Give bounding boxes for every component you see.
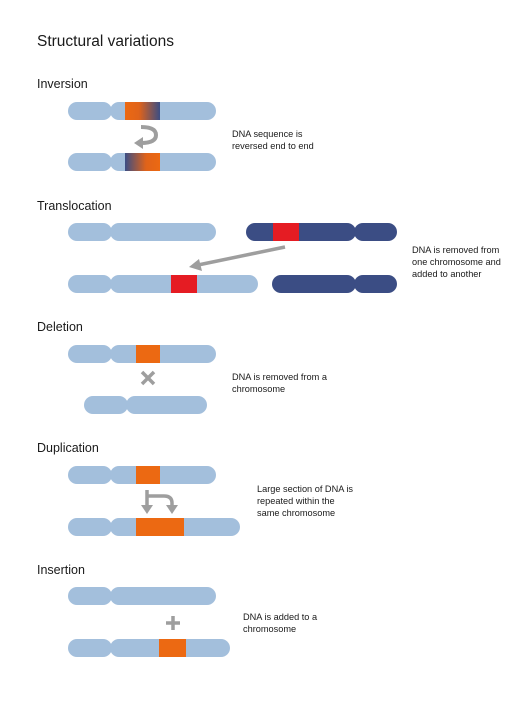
translocation-heading: Translocation: [37, 199, 112, 213]
translocation-donor-chromosome: [246, 223, 397, 241]
insertion-description-line: chromosome: [243, 624, 297, 634]
inverted-segment: [125, 102, 160, 120]
inversion-heading: Inversion: [37, 77, 88, 91]
inverted-segment: [125, 153, 160, 171]
chromosome-short-arm: [68, 153, 112, 171]
deletion-description-line: chromosome: [232, 384, 286, 394]
chromosome-short-arm: [68, 466, 112, 484]
chromosome-short-arm: [68, 223, 112, 241]
duplicated-segment: [136, 466, 160, 484]
chromosome-short-arm: [68, 639, 112, 657]
chromosome-short-arm: [68, 102, 112, 120]
translocation-description-line: one chromosome and: [412, 257, 501, 267]
translocated-segment: [171, 275, 197, 293]
duplication-description-line: Large section of DNA is: [257, 484, 354, 494]
chromosome-short-arm: [84, 396, 128, 414]
inversion-description-line: reversed end to end: [232, 141, 314, 151]
chromosome-long-arm: [110, 223, 216, 241]
deletion-original-chromosome: [68, 345, 216, 363]
chromosome-long-arm: [246, 223, 356, 241]
translocation-arrow-line: [197, 245, 286, 267]
insertion-description: DNA is added to a chromosome: [243, 611, 317, 635]
translocation-result-chromosome: [68, 275, 258, 293]
inversion-result-chromosome: [68, 153, 216, 171]
deletion-heading: Deletion: [37, 320, 83, 334]
inversion-description-line: DNA sequence is: [232, 129, 303, 139]
duplication-original-chromosome: [68, 466, 216, 484]
translocation-description: DNA is removed from one chromosome and a…: [412, 244, 501, 280]
page-title: Structural variations: [37, 33, 174, 50]
chromosome-short-arm: [68, 587, 112, 605]
duplicated-segment: [136, 518, 184, 536]
inversion-description: DNA sequence is reversed end to end: [232, 128, 314, 152]
duplication-description-line: same chromosome: [257, 508, 336, 518]
translocation-description-line: added to another: [412, 269, 482, 279]
translocation-description-line: DNA is removed from: [412, 245, 500, 255]
deletion-description-line: DNA is removed from a: [232, 372, 327, 382]
insertion-original-chromosome: [68, 587, 216, 605]
chromosome-long-arm: [110, 587, 216, 605]
duplication-description-line: repeated within the: [257, 496, 335, 506]
cross-icon: [140, 370, 156, 386]
arrowhead-icon: [189, 259, 202, 271]
chromosome-long-arm: [272, 275, 356, 293]
deleted-segment: [136, 345, 160, 363]
chromosome-short-arm: [68, 275, 112, 293]
split-arrow-icon: [141, 490, 178, 514]
insertion-result-chromosome: [68, 639, 230, 657]
plus-icon: [166, 616, 180, 630]
inversion-original-chromosome: [68, 102, 216, 120]
duplication-heading: Duplication: [37, 441, 99, 455]
inserted-segment: [159, 639, 186, 657]
insertion-heading: Insertion: [37, 563, 85, 577]
chromosome-long-arm: [110, 466, 216, 484]
chromosome-short-arm: [68, 518, 112, 536]
chromosome-long-arm: [126, 396, 207, 414]
translocated-segment: [273, 223, 299, 241]
translocation-donor-result-chromosome: [272, 275, 397, 293]
deletion-result-chromosome: [84, 396, 207, 414]
arrowhead-icon: [134, 137, 143, 149]
chromosome-short-arm: [68, 345, 112, 363]
insertion-description-line: DNA is added to a: [243, 612, 318, 622]
duplication-result-chromosome: [68, 518, 240, 536]
curved-arrow-icon: [140, 125, 159, 145]
deletion-description: DNA is removed from a chromosome: [232, 371, 327, 395]
duplication-description: Large section of DNA is repeated within …: [257, 483, 353, 519]
chromosome-short-arm: [354, 275, 397, 293]
translocation-recipient-chromosome: [68, 223, 216, 241]
chromosome-long-arm: [110, 345, 216, 363]
chromosome-short-arm: [354, 223, 397, 241]
